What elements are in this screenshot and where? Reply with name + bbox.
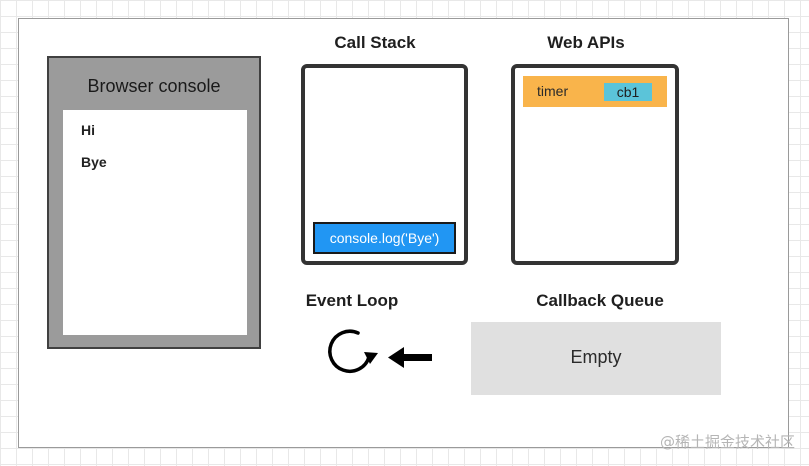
browser-console-output: Hi Bye (63, 110, 247, 335)
callback-queue-status: Empty (570, 347, 622, 367)
console-line-bye: Bye (81, 154, 107, 170)
console-line-hi: Hi (81, 122, 95, 138)
timer-entry: timer cb1 (523, 76, 667, 107)
web-apis-box: timer cb1 (511, 64, 679, 265)
browser-console-panel: Browser console Hi Bye (47, 56, 261, 349)
timer-label: timer (537, 83, 569, 99)
call-stack-frame: console.log('Bye') (313, 222, 456, 254)
call-stack-box: console.log('Bye') (301, 64, 468, 265)
callback-queue-box: Empty (471, 322, 721, 395)
call-stack-title: Call Stack (334, 33, 416, 52)
callback-queue-title: Callback Queue (536, 291, 664, 310)
watermark-text: @稀土掘金技术社区 (659, 433, 795, 451)
event-loop-title: Event Loop (305, 291, 399, 310)
web-apis-title: Web APIs (547, 33, 625, 52)
left-arrow-icon (388, 347, 432, 368)
browser-console-title: Browser console (87, 76, 221, 96)
loop-arrow-icon (328, 329, 378, 374)
callback-chip: cb1 (604, 83, 652, 101)
